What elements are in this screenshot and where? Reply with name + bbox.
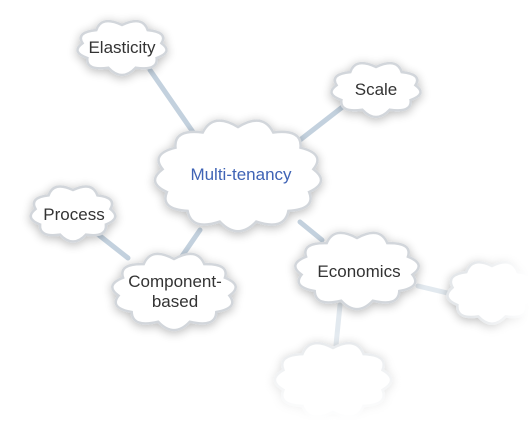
connectors [92, 67, 463, 348]
component-based-label-line2: based [152, 292, 198, 311]
cloud-process [29, 185, 117, 243]
scale-label: Scale [355, 80, 398, 99]
connector-scale [297, 102, 348, 143]
economics-label: Economics [317, 262, 400, 281]
process-label: Process [43, 205, 104, 224]
cloud-economics [294, 231, 420, 311]
bottom-fade-overlay [0, 330, 529, 421]
component-based-label-line1: Component- [128, 272, 222, 291]
cloud-multi-tenancy [153, 119, 323, 233]
elasticity-label: Elasticity [88, 38, 156, 57]
right-fade-overlay [470, 230, 529, 350]
cloud-elasticity [76, 19, 168, 77]
node-labels: Elasticity Scale Multi-tenancy Process C… [43, 38, 400, 311]
connector-elasticity [147, 67, 198, 138]
central-topic-label: Multi-tenancy [190, 165, 292, 184]
connector-economics [297, 219, 325, 243]
connector-process [92, 229, 131, 261]
cloud-scale [330, 61, 422, 119]
